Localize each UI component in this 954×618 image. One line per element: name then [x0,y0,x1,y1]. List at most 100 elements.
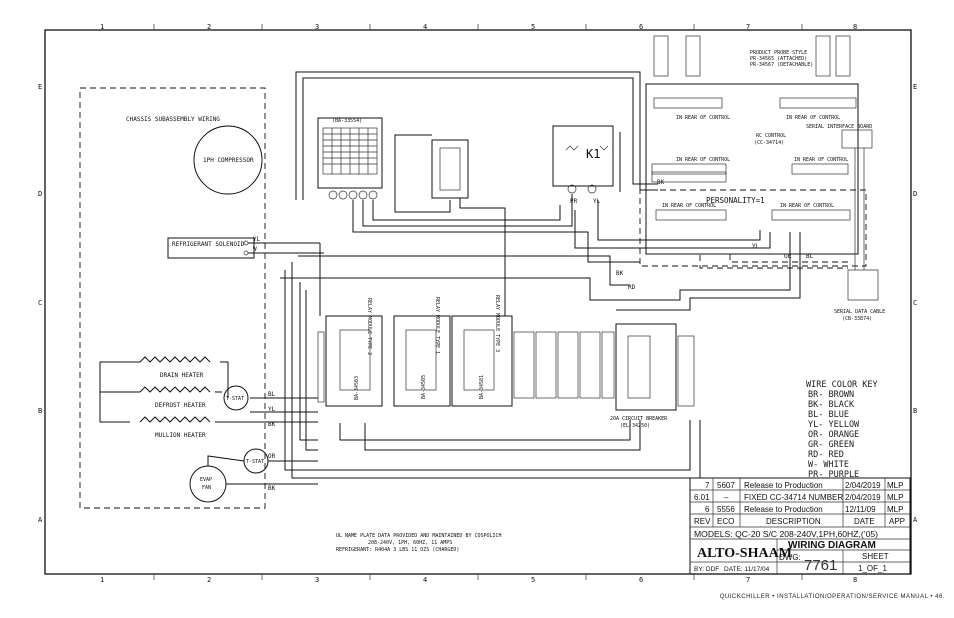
wire-key-2: BL- BLUE [808,410,849,420]
rc-control-label: RC CONTROL [756,133,786,139]
tstat-label-1: T-STAT [226,396,244,402]
wire-key-3: YL- YELLOW [808,420,860,430]
grid-row-c: C [38,299,42,307]
rev-row3-rev: 6 [705,505,710,514]
rev-row1-desc: Release to Production [744,481,823,490]
wire-label-bl-ctrl: BL [806,253,814,260]
wire-key-8: PR- PURPLE [808,470,859,480]
relay-module-2: RELAY MODULE TYPE 1 BA-34505 [393,297,451,407]
defrost-heater: DEFROST HEATER [139,386,211,409]
rev-header-eco: ECO [717,517,734,526]
wire-key-title: WIRE COLOR KEY [806,380,878,390]
grid-row-e: E [38,83,42,91]
personality-label: PERSONALITY=1 [706,196,765,205]
grid-rows: E D C B A E D C B A [38,83,918,524]
rev-row1-app: MLP [887,481,903,490]
wire-key-4: OR- ORANGE [808,430,859,440]
wire-label-yl-solenoid: YL [253,236,261,243]
solenoid-label: REFRIGERANT SOLENOID [172,241,245,248]
wire-label-or: OR [268,453,276,460]
wire-key-1: BK- BLACK [808,400,855,410]
drawn-date: DATE: 11/17/04 [724,566,770,573]
grid-col-7-bottom: 7 [746,576,750,584]
wire-key-5: GR- GREEN [808,440,854,450]
ul-note-3: REFRIGERANT: R404A 3 LBS 11 OZS (CHARGED… [336,547,459,553]
wire-label-rd: RD [628,284,636,291]
brand-logo: ALTO-SHAAM [697,546,792,561]
dwg-number: 7761 [804,557,837,574]
rear-of-control-3: IN REAR OF CONTROL [676,157,730,163]
power-supply-ref: (BA-33554) [332,118,362,124]
relay-module-3: RELAY MODULE TYPE 3 BA-34581 [451,295,513,407]
rev-header-rev: REV [694,517,711,526]
grid-row-b-right: B [913,407,917,415]
rev-row2-date: 2/04/2019 [845,493,881,502]
serial-data-cable-label: SERIAL DATA CABLE [834,309,885,315]
mullion-heater: MULLION HEATER [139,416,211,439]
wire-label-bl: BL [268,391,276,398]
evap-fan-symbol [189,465,227,503]
relay-module-2-ref: BA-34505 [421,375,427,399]
wire-bundle [280,71,801,479]
chassis-label: CHASSIS SUBASSEMBLY WIRING [126,116,220,123]
compressor-label: 1PH COMPRESSOR [203,157,254,164]
chassis-subassembly-box [79,87,266,509]
grid-row-b: B [38,407,42,415]
mullion-heater-label: MULLION HEATER [155,432,206,439]
probe-connectors [653,35,851,77]
rev-header-app: APP [889,517,905,526]
defrost-tstat [223,385,249,411]
wire-label-bk-ctrl: BK [657,179,665,186]
manual-footer: QUICKCHILLER • INSTALLATION/OPERATION/SE… [719,594,945,600]
rear-of-control-1: IN REAR OF CONTROL [676,115,730,121]
rev-row3-eco: 5556 [717,505,735,514]
relay-module-3-label: RELAY MODULE TYPE 3 [494,295,500,352]
tstat-label-2: T-STAT [246,459,264,465]
rev-row2-rev: 6.01 [694,493,710,502]
grid-col-1-bottom: 1 [100,576,104,584]
grid-col-5-bottom: 5 [531,576,535,584]
rev-header-desc: DESCRIPTION [766,517,821,526]
transformer-box [431,139,469,199]
rev-row1-eco: 5607 [717,481,735,490]
grid-row-a: A [38,516,43,524]
wire-color-key: WIRE COLOR KEY BR- BROWN BK- BLACK BL- B… [806,380,878,480]
grid-col-4: 4 [423,23,427,31]
serial-data-ref: (CB-33874) [842,316,872,322]
grid-col-7: 7 [746,23,750,31]
grid-col-3-bottom: 3 [315,576,319,584]
grid-col-1: 1 [100,23,104,31]
relay-module-2-label: RELAY MODULE TYPE 1 [434,297,440,354]
grid-row-e-right: E [913,83,917,91]
grid-col-8: 8 [853,23,857,31]
grid-col-3: 3 [315,23,319,31]
evap-fan-label-2: FAN [202,485,211,491]
rev-row2-desc: FIXED CC-34714 NUMBER [744,493,843,502]
rev-header-date: DATE [854,517,875,526]
grid-col-2-bottom: 2 [207,576,211,584]
drain-heater: DRAIN HEATER [139,356,211,379]
drawing-title: WIRING DIAGRAM [788,540,876,551]
breaker-ref: (EL-34250) [620,423,650,429]
grid-col-6-bottom: 6 [639,576,643,584]
wire-label-w-solenoid: W [253,246,257,253]
grid-col-4-bottom: 4 [423,576,427,584]
wire-key-6: RD- RED [808,450,844,460]
relay-module-3-ref: BA-34581 [479,375,485,399]
grid-row-d: D [38,190,42,198]
grid-row-c-right: C [913,299,917,307]
wire-label-yl: YL [268,406,276,413]
wire-label-pr: PR [570,198,578,205]
evap-fan-label-1: EVAP [200,477,212,483]
breaker-label: 20A CIRCUIT BREAKER [610,416,668,422]
ul-note-1: UL NAME PLATE DATA PROVIDED AND MAINTAIN… [336,533,502,539]
probe-style-3: PR-34567 (DETACHABLE) [750,62,813,68]
grid-col-8-bottom: 8 [853,576,857,584]
wire-label-yl-k1: YL [593,198,601,205]
rear-of-control-6: IN REAR OF CONTROL [780,203,834,209]
drain-heater-label: DRAIN HEATER [160,372,204,379]
rear-of-control-5: IN REAR OF CONTROL [662,203,716,209]
power-supply-box [317,117,383,189]
control-dashed-region [639,189,867,267]
